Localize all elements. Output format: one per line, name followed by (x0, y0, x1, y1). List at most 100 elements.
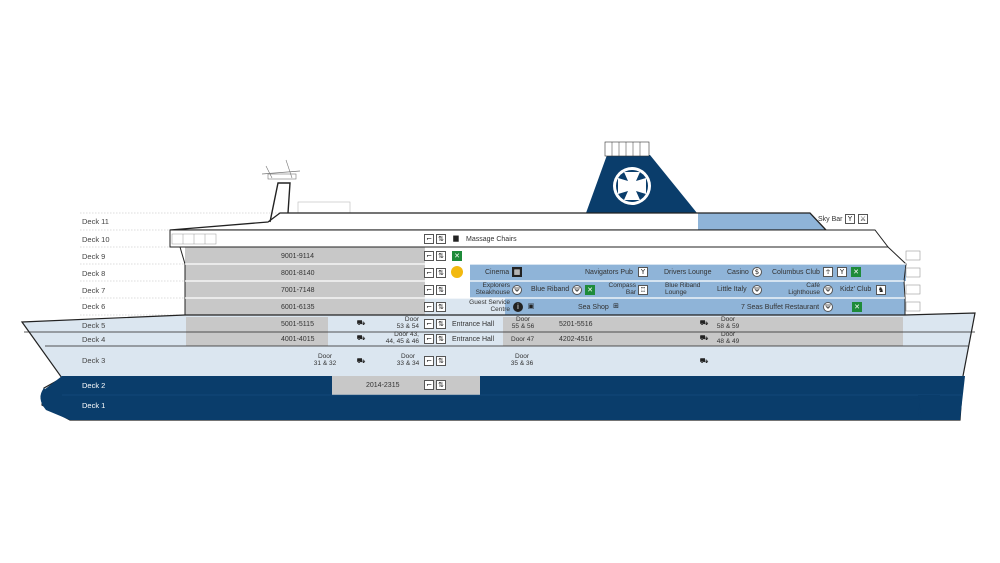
deck7-label: Deck 7 (82, 286, 106, 295)
lift-icon: ⇅ (436, 380, 446, 390)
cinema-label: Cinema (485, 269, 510, 276)
blue-riband-lounge-label: Blue Riband Lounge (665, 282, 701, 296)
door-33-34-label: Door 33 & 34 (396, 353, 420, 367)
cabin-range-deck5-aft: 5201-5516 (559, 321, 593, 328)
stairs-icon: ⌐ (424, 268, 434, 278)
deck9-cabins (185, 247, 425, 264)
car-icon: ⛟ (699, 319, 709, 327)
kidz-club-label: Kidz' Club (840, 286, 872, 293)
beer-icon: ♖ (638, 285, 648, 295)
drivers-lounge-label: Drivers Lounge (664, 269, 712, 276)
deck11-area (298, 213, 698, 230)
car-icon: ⛟ (699, 357, 709, 365)
deck2-label: Deck 2 (82, 381, 106, 390)
cutlery-icon: Ψ (752, 285, 762, 295)
entrance-hall-deck4-label: Entrance Hall (452, 336, 495, 343)
lift-icon: ⇅ (436, 251, 446, 261)
bridge-wing (297, 201, 351, 214)
cocktail-icon: Y (845, 214, 855, 224)
smoking-area-icon: ✕ (585, 285, 595, 295)
cabin-range-deck7: 7001-7148 (281, 287, 315, 294)
stairs-icon: ⌐ (424, 380, 434, 390)
cabin-range-deck4-fwd: 4001-4015 (281, 336, 315, 343)
stairs-icon: ⌐ (424, 285, 434, 295)
lifeboat-marks (171, 233, 217, 245)
sea-shop-label: Sea Shop (578, 304, 609, 311)
cutlery-icon: Ψ (512, 285, 522, 295)
lift-icon: ⇅ (436, 268, 446, 278)
deck9-label: Deck 9 (82, 252, 106, 261)
car-icon: ⛟ (356, 357, 366, 365)
deck4-label: Deck 4 (82, 335, 106, 344)
lift-icon: ⇅ (436, 319, 446, 329)
compass-bar-label: Compass Bar (608, 282, 636, 296)
door-55-56-label: Door 55 & 56 (511, 316, 535, 330)
deck6-label: Deck 6 (82, 302, 106, 311)
lift-icon: ⇅ (436, 334, 446, 344)
smoking-area-icon: ✕ (852, 302, 862, 312)
blue-riband-label: Blue Riband (531, 286, 570, 293)
deck8-label: Deck 8 (82, 269, 106, 278)
stairs-icon: ⌐ (424, 302, 434, 312)
smoking-area-icon: ✕ (851, 267, 861, 277)
door-43-46-label: Door 43, 44, 45 & 46 (385, 331, 419, 345)
deck5-label: Deck 5 (82, 321, 106, 330)
car-icon: ⛟ (356, 334, 366, 342)
cutlery-icon: Ψ (572, 285, 582, 295)
stairs-icon: ⌐ (424, 334, 434, 344)
deck8-public (470, 264, 906, 281)
door-31-32-label: Door 31 & 32 (313, 353, 337, 367)
cabin-range-deck2: 2014-2315 (366, 382, 400, 389)
sun-icon (451, 266, 463, 278)
funnel (586, 141, 697, 213)
deck2-cabins (332, 376, 480, 395)
info-icon: i (513, 302, 523, 312)
deck3-label: Deck 3 (82, 356, 106, 365)
navigators-pub-label: Navigators Pub (585, 269, 633, 276)
car-icon: ⛟ (356, 319, 366, 327)
little-italy-label: Little Italy (717, 286, 747, 293)
stairs-icon: ⌐ (424, 234, 434, 244)
smoking-area-icon: ⚔ (858, 214, 868, 224)
lift-icon: ⇅ (436, 356, 446, 366)
cabin-range-deck5-fwd: 5001-5115 (281, 321, 314, 328)
luggage-icon: ▣ (527, 302, 535, 310)
door-48-49-label: Door 48 & 49 (716, 331, 740, 345)
door-58-59-label: Door 58 & 59 (716, 316, 740, 330)
cutlery-icon: Ψ (823, 285, 833, 295)
columbus-club-label: Columbus Club (772, 269, 820, 276)
deck-guides (80, 212, 300, 316)
entrance-hall-deck5-label: Entrance Hall (452, 321, 495, 328)
seven-seas-label: 7 Seas Buffet Restaurant (741, 304, 820, 311)
dance-icon: ☥ (823, 267, 833, 277)
cabin-range-deck6: 6001-6135 (281, 304, 315, 311)
cinema-icon: ▦ (512, 267, 522, 277)
stairs-icon: ⌐ (424, 319, 434, 329)
deck11-label: Deck 11 (82, 217, 109, 226)
massage-chair-icon: ▆ (453, 234, 459, 242)
rocking-horse-icon: ♞ (876, 285, 886, 295)
cabin-range-deck8: 8001-8140 (281, 270, 315, 277)
door-47-label: Door 47 (511, 336, 535, 343)
cocktail-icon: Y (638, 267, 648, 277)
smoking-area-icon: ✕ (452, 251, 462, 261)
casino-label: Casino (727, 269, 749, 276)
cabin-range-deck4-aft: 4202-4516 (559, 336, 593, 343)
casino-icon: $ (752, 267, 762, 277)
massage-chairs-label: Massage Chairs (466, 236, 517, 243)
shop-icon: ⊞ (613, 302, 619, 310)
sky-bar-label: Sky Bar (818, 216, 843, 223)
car-icon: ⛟ (699, 334, 709, 342)
lift-icon: ⇅ (436, 234, 446, 244)
lower-hull (42, 376, 965, 420)
mast (261, 159, 301, 223)
lift-icon: ⇅ (436, 302, 446, 312)
lift-icon: ⇅ (436, 285, 446, 295)
deck10-label: Deck 10 (82, 235, 110, 244)
door-35-36-label: Door 35 & 36 (510, 353, 534, 367)
deck1-label: Deck 1 (82, 401, 106, 410)
cafe-lighthouse-label: Café Lighthouse (788, 282, 820, 296)
guest-service-centre-label: Guest Service Centre (469, 299, 510, 313)
stairs-icon: ⌐ (424, 251, 434, 261)
